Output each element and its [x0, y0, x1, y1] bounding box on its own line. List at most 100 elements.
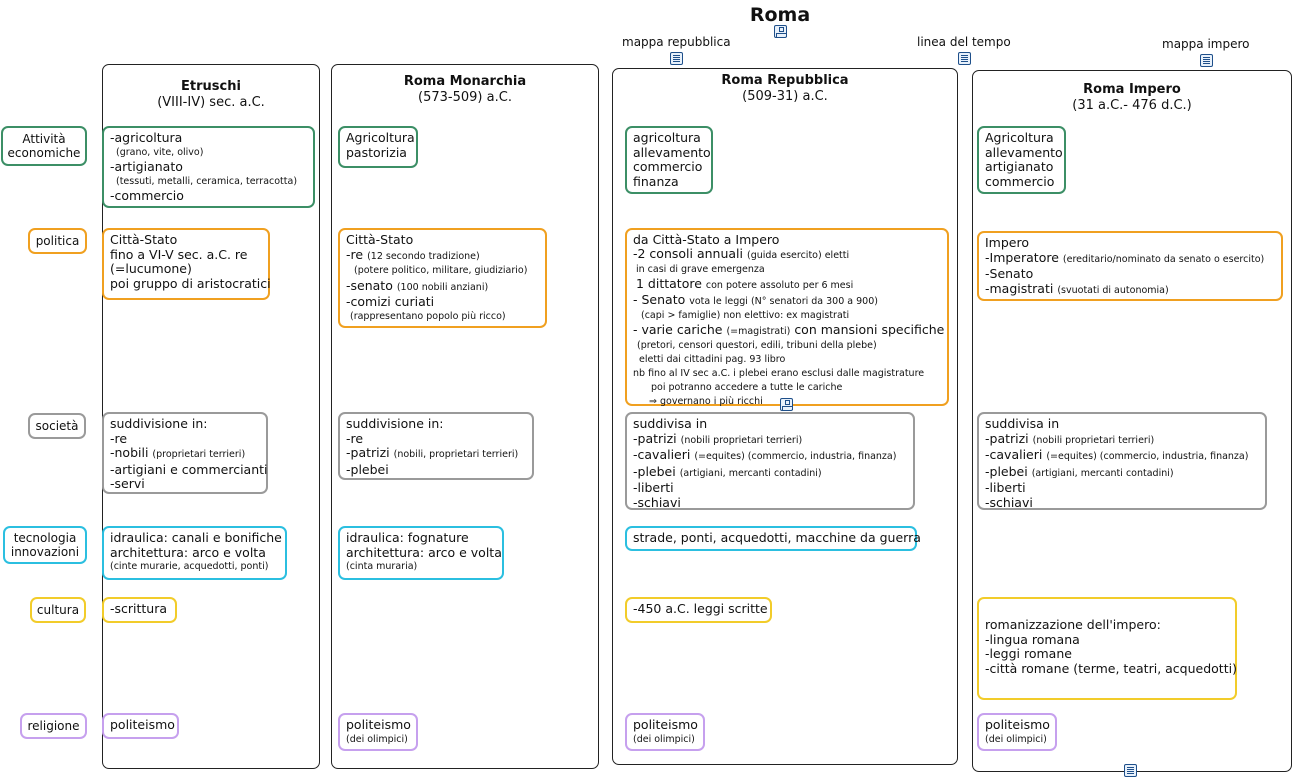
- text-line: -plebei: [985, 463, 1028, 479]
- text-line: -senato: [346, 277, 393, 293]
- text-line: -plebei: [346, 461, 389, 477]
- text-note: (artigiani, mercanti contadini): [1031, 467, 1174, 479]
- impero-politica[interactable]: Impero -Imperatore (ereditario/nominato …: [977, 231, 1283, 301]
- text-line: Impero: [985, 235, 1030, 250]
- repubblica-societa[interactable]: suddivisa in -patrizi (nobili proprietar…: [625, 412, 915, 510]
- column-title: Roma Repubblica: [721, 73, 849, 88]
- document-icon[interactable]: [1200, 54, 1213, 67]
- text-line: politeismo: [633, 717, 698, 732]
- text-line: (rappresentano popolo più ricco): [350, 310, 506, 322]
- text-line: (capi > famiglie) non elettivo: ex magis…: [641, 310, 850, 321]
- text-line: architettura: arco e volta: [346, 544, 502, 560]
- text-line: -liberti: [633, 480, 674, 495]
- text-line: -comizi curiati: [346, 294, 435, 309]
- text-line: -leggi romane: [985, 646, 1072, 661]
- text-line: fino a VI-V sec. a.C. re: [110, 246, 248, 262]
- text-line: da Città-Stato a Impero: [633, 232, 780, 247]
- document-icon[interactable]: [670, 52, 683, 65]
- impero-societa[interactable]: suddivisa in -patrizi (nobili proprietar…: [977, 412, 1267, 510]
- text-line: -agricoltura: [110, 130, 183, 145]
- impero-attivita[interactable]: Agricoltura allevamento artigianato comm…: [977, 126, 1066, 194]
- text-line: in casi di grave emergenza: [636, 264, 765, 275]
- repubblica-politica[interactable]: da Città-Stato a Impero -2 consoli annua…: [625, 228, 949, 407]
- text-note: (12 secondo tradizione): [367, 250, 480, 262]
- text-line: (pretori, censori questori, edili, tribu…: [637, 340, 877, 351]
- text-note: (=magistrati): [726, 326, 791, 337]
- etruschi-cultura[interactable]: -scrittura: [102, 597, 177, 623]
- repubblica-attivita[interactable]: agricoltura allevamento commercio finanz…: [625, 126, 713, 194]
- text-line: -plebei: [633, 463, 676, 479]
- text-note: (proprietari terrieri): [152, 449, 246, 460]
- text-line: Città-Stato: [110, 232, 178, 247]
- text-line: -Imperatore: [985, 249, 1059, 265]
- text-line: poi potranno accedere a tutte le cariche: [651, 382, 843, 393]
- label-politica[interactable]: politica: [28, 228, 87, 254]
- repubblica-tecnologia[interactable]: strade, ponti, acquedotti, macchine da g…: [625, 526, 921, 551]
- text-note: (100 nobili anziani): [396, 281, 489, 293]
- text-line: architettura: arco e volta: [110, 544, 266, 560]
- text-line: -città romane (terme, teatri, acquedotti…: [985, 660, 1237, 676]
- text-line: -servi: [110, 476, 145, 491]
- monarchia-religione[interactable]: politeismo (dei olimpici): [338, 713, 418, 751]
- text-note: (=equites) (commercio, industria, finanz…: [694, 451, 897, 462]
- monarchia-politica[interactable]: Città-Stato -re (12 secondo tradizione) …: [338, 228, 547, 328]
- repubblica-cultura[interactable]: -450 a.C. leggi scritte: [625, 597, 772, 623]
- label-attivita-economiche[interactable]: Attività economiche: [1, 126, 87, 166]
- map-icon[interactable]: [780, 398, 793, 411]
- label-societa[interactable]: società: [28, 413, 86, 439]
- text-line: (potere politico, militare, giudiziario): [354, 265, 528, 276]
- column-period: (31 a.C.- 476 d.C.): [1072, 98, 1192, 113]
- text-line: - varie cariche: [633, 322, 723, 337]
- text-line: poi gruppo di aristocratici: [110, 275, 271, 291]
- text-note: (nobili proprietari terrieri): [1032, 434, 1155, 446]
- link-linea-del-tempo[interactable]: linea del tempo: [917, 35, 1011, 49]
- text-line: (cinte murarie, acquedotti, ponti): [110, 561, 269, 572]
- text-line: suddivisione in:: [346, 416, 444, 431]
- text-line: -schiavi: [633, 494, 681, 510]
- text-line: (cinta muraria): [346, 561, 418, 572]
- text-line: -patrizi: [985, 430, 1029, 446]
- text-line: -re: [110, 430, 128, 446]
- column-period: (VIII-IV) sec. a.C.: [157, 95, 265, 110]
- text-note: con potere assoluto per 6 mesi: [705, 280, 854, 291]
- text-line: suddivisione in:: [110, 416, 208, 431]
- text-line: -schiavi: [985, 494, 1033, 510]
- text-line: nb fino al IV sec a.C. i plebei erano es…: [633, 368, 925, 379]
- text-line: agricoltura: [633, 130, 701, 145]
- text-line: - Senato: [633, 292, 686, 307]
- text-line: (grano, vite, olivo): [116, 146, 204, 158]
- text-line: Città-Stato: [346, 232, 414, 247]
- etruschi-tecnologia[interactable]: idraulica: canali e bonifiche architettu…: [102, 526, 287, 580]
- monarchia-attivita[interactable]: Agricoltura pastorizia: [338, 126, 418, 168]
- impero-cultura[interactable]: romanizzazione dell'impero: -lingua roma…: [977, 597, 1237, 700]
- label-cultura[interactable]: cultura: [30, 597, 86, 623]
- map-icon[interactable]: [774, 25, 787, 38]
- text-line: idraulica: fognature: [346, 530, 469, 545]
- link-mappa-impero[interactable]: mappa impero: [1162, 37, 1250, 51]
- text-line: artigianato: [985, 159, 1054, 174]
- page-title: Roma: [749, 4, 811, 26]
- text-line: (dei olimpici): [346, 733, 408, 745]
- text-line: -commercio: [110, 188, 184, 203]
- column-title: Roma Monarchia: [403, 74, 527, 89]
- impero-religione[interactable]: politeismo (dei olimpici): [977, 713, 1057, 751]
- label-tecnologia-innovazioni[interactable]: tecnologia innovazioni: [3, 526, 87, 564]
- text-line: -lingua romana: [985, 631, 1080, 647]
- text-line: suddivisa in: [633, 416, 708, 431]
- etruschi-attivita[interactable]: -agricoltura (grano, vite, olivo) -artig…: [102, 126, 315, 208]
- document-icon[interactable]: [958, 52, 971, 65]
- etruschi-politica[interactable]: Città-Stato fino a VI-V sec. a.C. re (=l…: [102, 228, 271, 300]
- monarchia-tecnologia[interactable]: idraulica: fognature architettura: arco …: [338, 526, 504, 580]
- monarchia-societa[interactable]: suddivisione in: -re -patrizi (nobili, p…: [338, 412, 534, 480]
- label-religione[interactable]: religione: [20, 713, 87, 739]
- etruschi-religione[interactable]: politeismo: [102, 713, 179, 739]
- text-line: idraulica: canali e bonifiche: [110, 530, 282, 545]
- etruschi-societa[interactable]: suddivisione in: -re -nobili (proprietar…: [102, 412, 268, 494]
- text-line: (dei olimpici): [633, 733, 695, 745]
- document-icon[interactable]: [1124, 764, 1137, 777]
- link-mappa-repubblica[interactable]: mappa repubblica: [622, 35, 731, 49]
- text-line: (=lucumone): [110, 261, 192, 276]
- text-line: Agricoltura: [346, 130, 415, 145]
- repubblica-religione[interactable]: politeismo (dei olimpici): [625, 713, 705, 751]
- text-line: -re: [346, 246, 364, 262]
